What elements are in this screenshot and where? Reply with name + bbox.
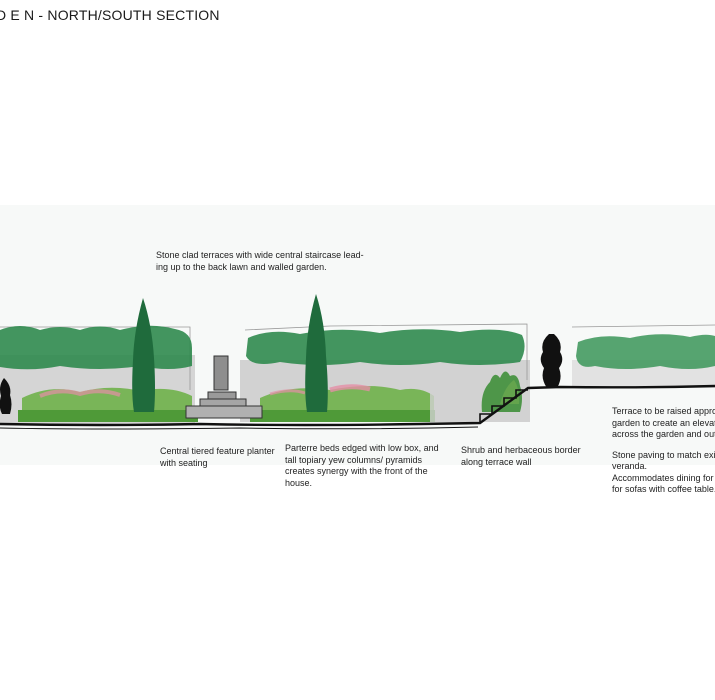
hedge-center — [246, 329, 525, 365]
planter-top-column — [213, 355, 229, 391]
planter-tier-2 — [199, 398, 247, 407]
annotation-line: along terrace wall — [461, 456, 532, 467]
yew-column-left — [132, 298, 155, 412]
flower-bed-center-pink — [329, 384, 371, 393]
planter-base — [185, 405, 263, 419]
annotation-line: for sofas with coffee table. — [612, 484, 715, 494]
annotation-line: garden to create an elevate — [612, 417, 715, 428]
flower-bed-left-pink — [39, 389, 121, 398]
planter-tier-1 — [207, 391, 237, 400]
annotation-line: tall topiary yew columns/ pyramids — [285, 454, 423, 465]
lawn-center — [250, 410, 435, 422]
annotation-line: Parterre beds edged with low box, and — [285, 443, 439, 453]
annotation-line: Accommodates dining for — [612, 472, 714, 483]
flower-bed-center-pink-2 — [269, 389, 306, 396]
topiary-left — [0, 378, 12, 414]
annotation-central-planter: Central tiered feature planter with seat… — [160, 446, 275, 469]
annotation-line: house. — [285, 477, 313, 488]
annotation-parterre: Parterre beds edged with low box, and ta… — [285, 443, 439, 489]
topiary-terrace — [540, 334, 563, 388]
annotation-terrace: Terrace to be raised appro garden to cre… — [612, 406, 715, 496]
annotation-line: with seating — [160, 457, 208, 468]
annotation-line: creates synergy with the front of the — [285, 466, 428, 476]
annotation-line: veranda. — [612, 461, 648, 471]
ground-line-2 — [0, 426, 479, 430]
hedge-right — [576, 334, 715, 369]
annotation-line: across the garden and out t — [612, 429, 715, 439]
page-title: D E N - NORTH/SOUTH SECTION — [0, 7, 220, 23]
hedge-outline-center — [244, 323, 528, 385]
hedge-left — [0, 325, 192, 370]
annotation-stone-terraces: Stone clad terraces with wide central st… — [156, 250, 364, 273]
annotation-line: Stone clad terraces with wide central st… — [156, 250, 364, 260]
annotation-gap — [612, 441, 715, 450]
annotation-line: Shrub and herbaceous border — [461, 445, 581, 455]
annotation-shrub-border: Shrub and herbaceous border along terrac… — [461, 445, 581, 468]
hedge-outline-left — [0, 326, 191, 390]
lawn-left — [18, 410, 198, 422]
annotation-line: Stone paving to match exis — [612, 449, 715, 460]
annotation-line: Central tiered feature planter — [160, 446, 275, 456]
annotation-line: Terrace to be raised appro — [612, 406, 715, 416]
ground-line — [0, 384, 715, 427]
yew-column-right — [305, 294, 328, 412]
hedge-outline-right — [571, 324, 715, 328]
annotation-line: ing up to the back lawn and walled garde… — [156, 261, 327, 272]
